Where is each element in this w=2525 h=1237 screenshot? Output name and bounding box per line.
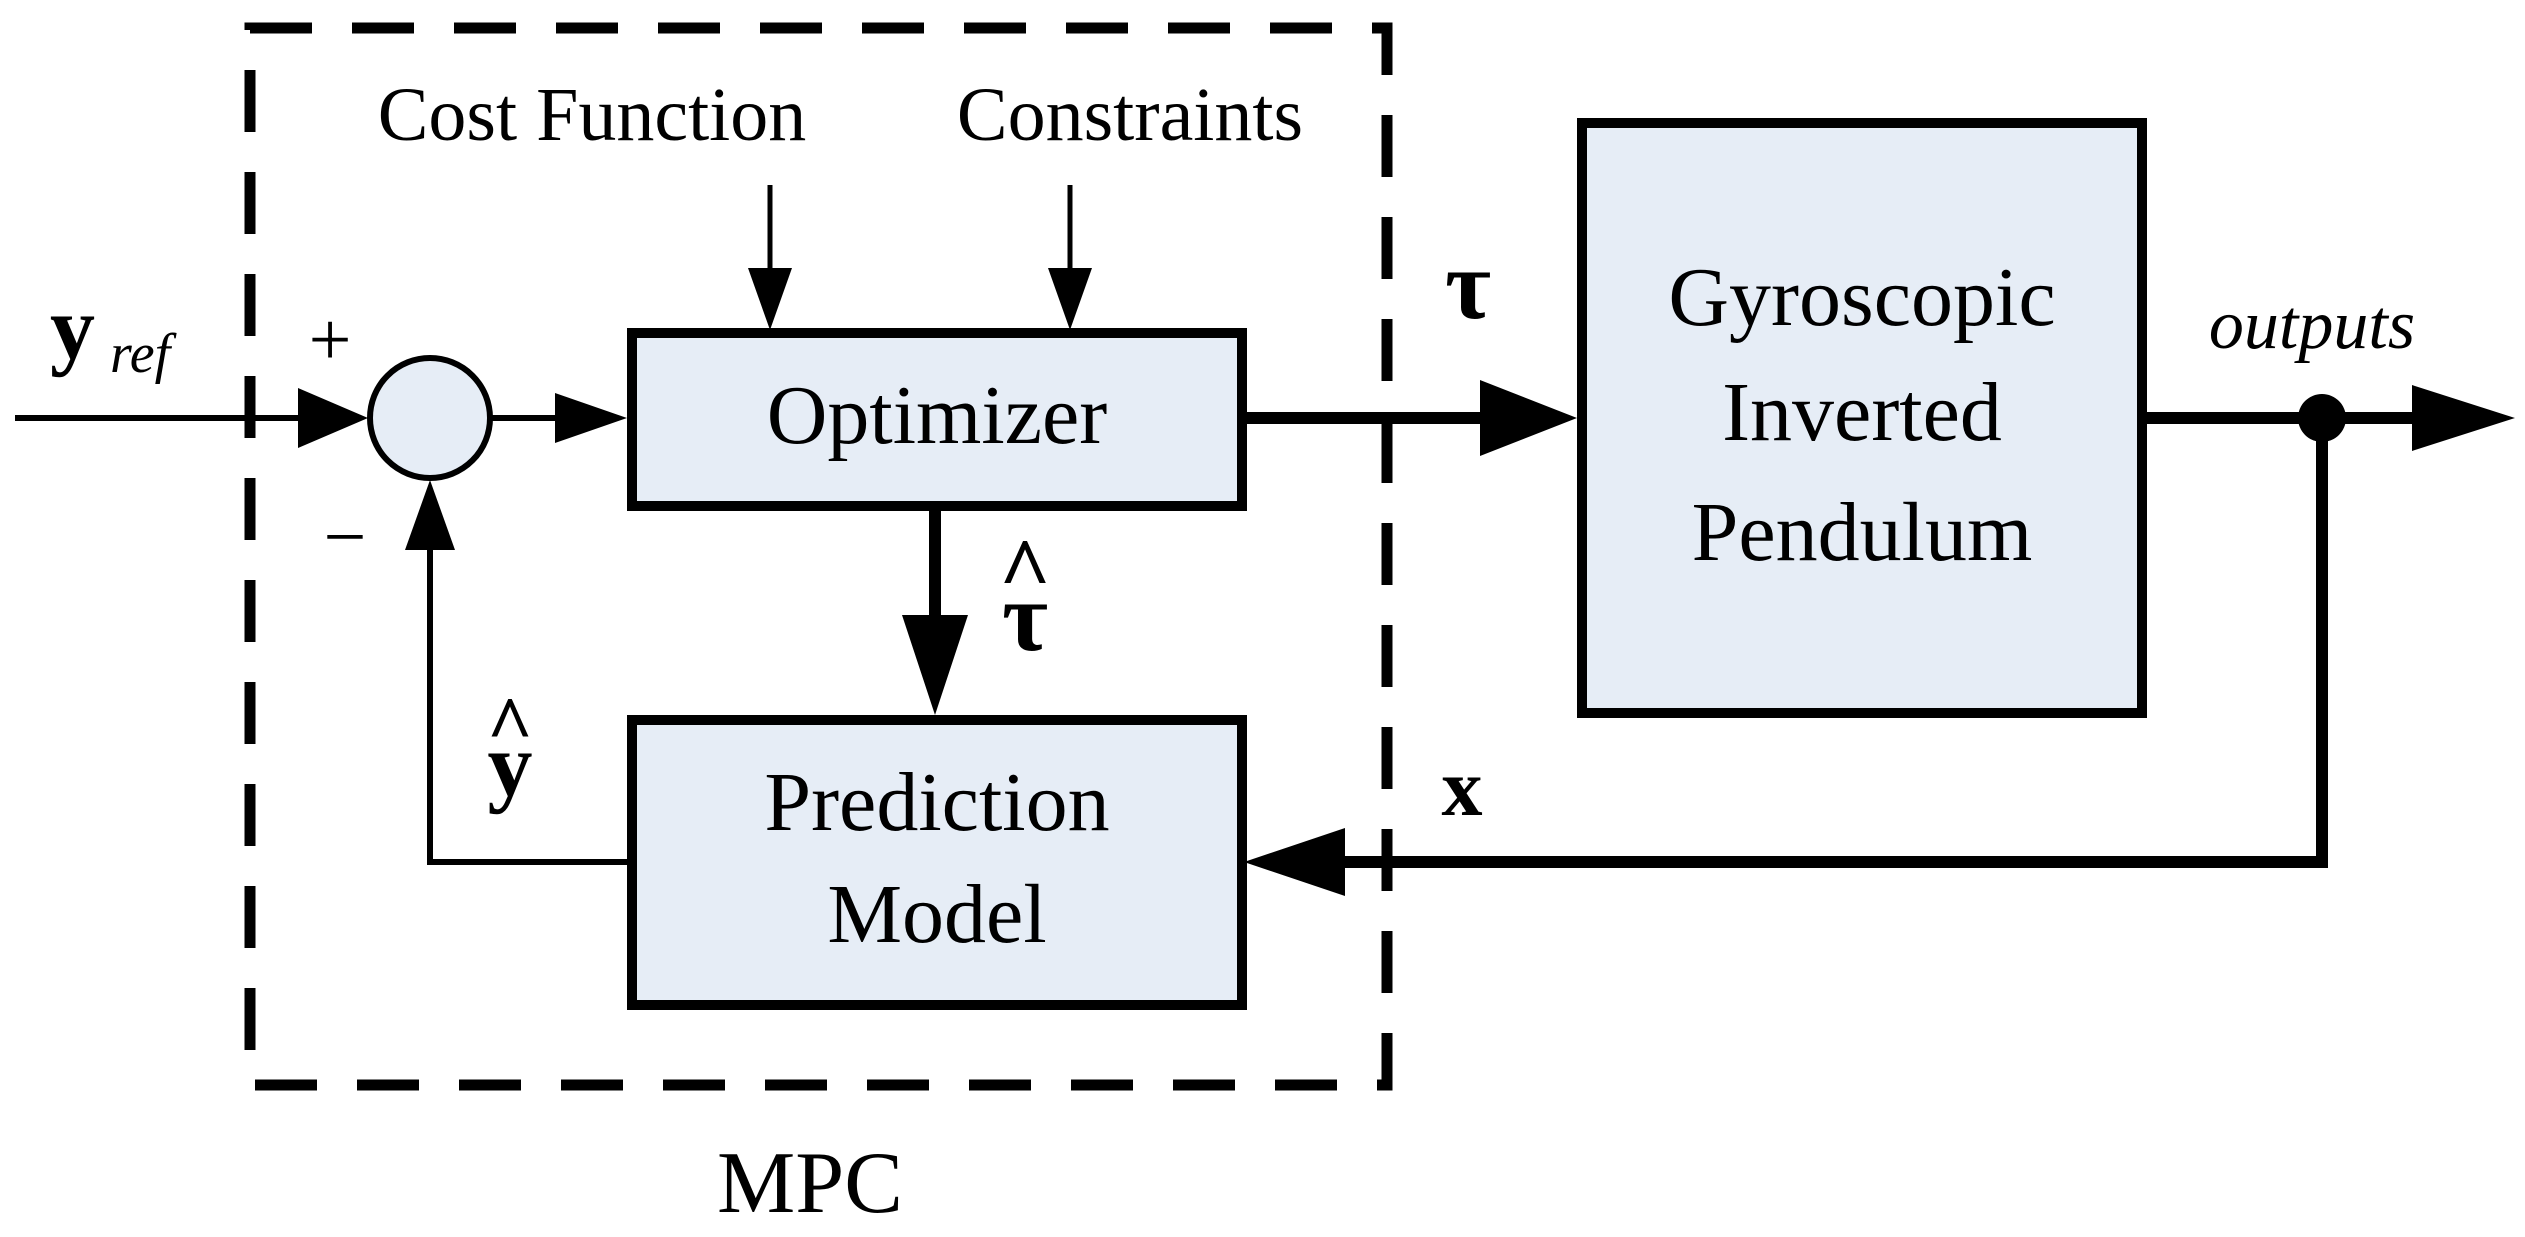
prediction-model-block[interactable]: [627, 715, 1247, 1010]
tau-hat-mark: ^: [999, 521, 1051, 620]
yref-label-main: y: [50, 279, 95, 378]
plus-sign: +: [309, 298, 352, 382]
yhat-feedback-arrowhead: [405, 480, 455, 550]
prediction-label-line1: Prediction: [764, 756, 1109, 849]
tau-hat-label: τ: [1002, 561, 1048, 672]
tau-arrowhead: [1480, 380, 1577, 456]
plant-label-line1: Gyroscopic: [1668, 251, 2055, 344]
yhat-label: y: [488, 716, 533, 815]
constraints-label: Constraints: [957, 73, 1303, 157]
mpc-boundary: [244, 22, 1393, 1091]
plant-label-line2: Inverted: [1722, 366, 2002, 459]
plant-label-line3: Pendulum: [1692, 486, 2033, 579]
state-x-label: x: [1442, 742, 1483, 833]
plant-block[interactable]: [1577, 118, 2147, 718]
yhat-mark: ^: [487, 682, 533, 770]
tau-hat-arrowhead: [902, 615, 968, 715]
yref-label-subscript: ref: [110, 323, 178, 385]
state-feedback-arrowhead: [1244, 828, 1345, 896]
minus-sign: −: [324, 495, 367, 579]
cost-function-arrowhead: [748, 268, 792, 330]
constraints-arrowhead: [1048, 268, 1092, 330]
tau-label: τ: [1445, 229, 1491, 340]
mpc-label: MPC: [717, 1135, 903, 1232]
cost-function-label: Cost Function: [378, 73, 807, 157]
summing-junction: [367, 355, 493, 481]
yref-arrowhead: [298, 388, 368, 448]
yhat-feedback-line: [427, 548, 632, 865]
state-feedback-line: [1340, 418, 2328, 868]
outputs-label: outputs: [2209, 287, 2415, 364]
outputs-arrowhead: [2412, 385, 2515, 451]
optimizer-label: Optimizer: [767, 369, 1108, 462]
prediction-label-line2: Model: [827, 868, 1046, 961]
junction-to-optimizer-arrowhead: [555, 393, 627, 443]
